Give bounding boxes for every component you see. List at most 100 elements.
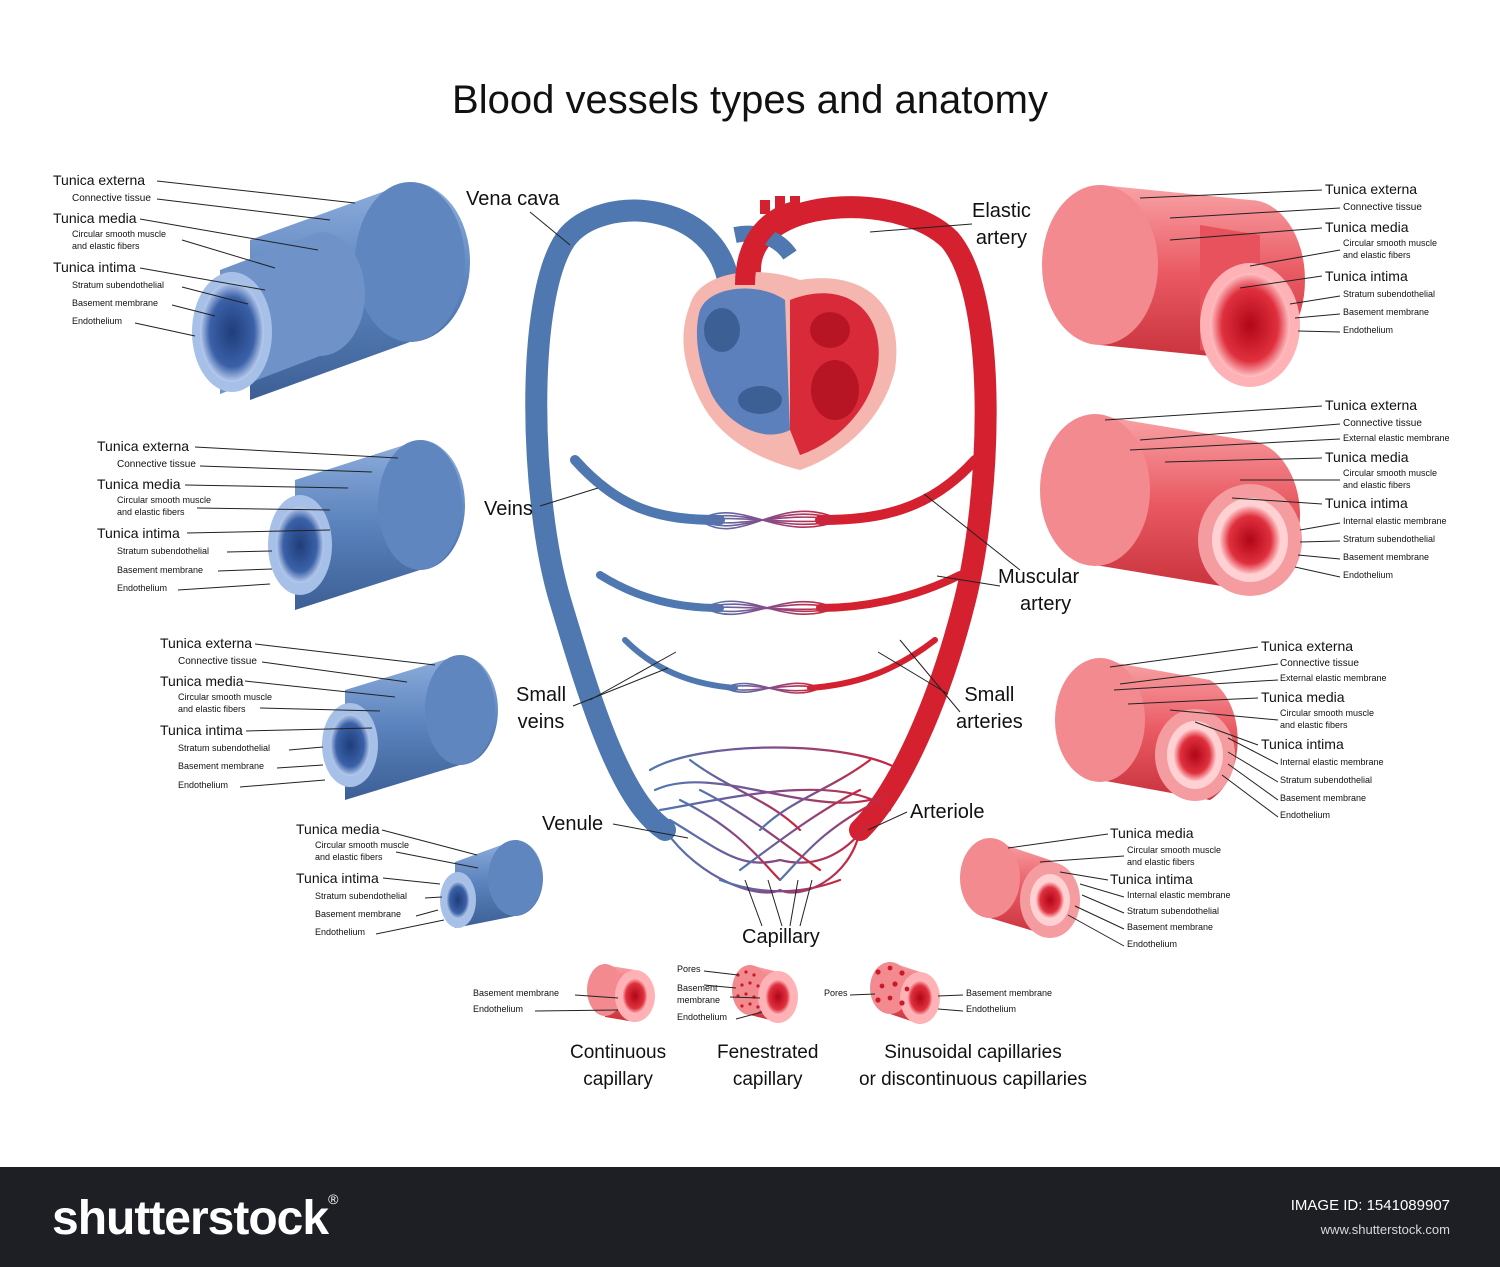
small-artery-label: Tunica media	[1261, 689, 1345, 705]
muscular-artery-label: Internal elastic membrane	[1343, 516, 1447, 526]
sinusoidal-caption-line1: Sinusoidal capillaries	[884, 1042, 1062, 1063]
vein-large-label: and elastic fibers	[72, 241, 140, 251]
website-link[interactable]: www.shutterstock.com	[1320, 1222, 1450, 1237]
fenestrated-caption-line1: Fenestrated	[717, 1042, 819, 1063]
vein-large-crosssection	[192, 182, 470, 400]
vein-large-label: Stratum subendothelial	[72, 280, 165, 290]
small-artery-label: Connective tissue	[1280, 658, 1359, 669]
continuous-caption-line1: Continuous	[570, 1042, 667, 1063]
small-artery-crosssection	[1055, 658, 1238, 801]
venule-label: Endothelium	[315, 927, 366, 937]
label-small-veins-line1: Small	[516, 684, 567, 706]
elastic-artery-label: Tunica media	[1325, 219, 1409, 235]
label-elastic-artery: Elastic artery	[972, 200, 1031, 249]
vein-medium-label: Stratum subendothelial	[117, 546, 210, 556]
vein-large-label: Basement membrane	[72, 298, 159, 308]
small-artery-label: Tunica intima	[1261, 736, 1344, 752]
elastic-artery-label: Connective tissue	[1343, 202, 1422, 213]
muscular-artery-crosssection	[1040, 414, 1302, 596]
sinusoidal-caption-line2: or discontinuous capillaries	[858, 1068, 1088, 1090]
muscular-artery-label: External elastic membrane	[1343, 433, 1450, 443]
label-venule: Venule	[542, 813, 604, 835]
venule-label: Stratum subendothelial	[315, 891, 408, 901]
label-muscular-artery: Muscular artery	[998, 566, 1079, 615]
vena-cava-vessel	[525, 199, 741, 841]
diagram-stage: Blood vessels types and anatomy Vena cav…	[53, 78, 1450, 1091]
vein-large-label: Connective tissue	[72, 193, 151, 204]
sinusoidal-capillary-illustration	[870, 962, 940, 1024]
vein-large-label: Tunica intima	[53, 259, 136, 275]
continuous-capillary-illustration	[587, 964, 655, 1022]
vein-medium-label: and elastic fibers	[117, 507, 185, 517]
vein-small-label: Connective tissue	[178, 656, 257, 667]
small-artery-label: Stratum subendothelial	[1280, 775, 1373, 785]
vein-small-label: Tunica externa	[160, 635, 253, 651]
vein-small-label: Tunica intima	[160, 722, 243, 738]
page-title: Blood vessels types and anatomy	[452, 78, 1048, 122]
brand-text: shutterstock	[52, 1192, 329, 1245]
muscular-artery-label: Endothelium	[1343, 570, 1394, 580]
fenestrated-capillary-label: Basement	[677, 983, 718, 993]
fenestrated-capillary-illustration	[732, 965, 798, 1023]
vein-small-label: Endothelium	[178, 780, 229, 790]
sinusoidal-capillary-label: Basement membrane	[966, 988, 1053, 998]
trademark-icon: ®	[328, 1191, 338, 1207]
sinusoidal-capillary-label: Pores	[824, 988, 848, 998]
arteriole-label: Basement membrane	[1127, 922, 1214, 932]
small-artery-label: Endothelium	[1280, 810, 1331, 820]
vein-large-label: Tunica externa	[53, 172, 146, 188]
footer-bar: shutterstock® IMAGE ID: 1541089907 www.s…	[0, 1167, 1500, 1267]
elastic-artery-label: Basement membrane	[1343, 307, 1430, 317]
elastic-artery-label: Tunica externa	[1325, 181, 1418, 197]
venule-label: Tunica intima	[296, 870, 379, 886]
arteriole-crosssection	[960, 838, 1080, 938]
label-muscular-artery-line2: artery	[1020, 593, 1072, 615]
fenestrated-capillary-caption: Fenestrated capillary	[717, 1042, 819, 1091]
vein-medium-crosssection	[268, 440, 465, 610]
elastic-artery-label: and elastic fibers	[1343, 250, 1411, 260]
label-small-veins: Small veins	[516, 684, 566, 733]
muscular-artery-label: Tunica externa	[1325, 397, 1418, 413]
vein-medium-label: Tunica intima	[97, 525, 180, 541]
vein-medium-label: Tunica externa	[97, 438, 190, 454]
vein-large-label: Endothelium	[72, 316, 123, 326]
small-artery-label: Circular smooth muscle	[1280, 708, 1375, 718]
continuous-capillary-caption: Continuous capillary	[570, 1042, 667, 1091]
vein-small-label: Circular smooth muscle	[178, 692, 273, 702]
label-small-veins-line2: veins	[517, 711, 565, 733]
sinusoidal-capillary-label: Endothelium	[966, 1004, 1017, 1014]
elastic-artery-crosssection	[1042, 185, 1305, 387]
label-capillary: Capillary	[742, 926, 820, 948]
fenestrated-capillary-label: Pores	[677, 964, 701, 974]
arteriole-label: Tunica intima	[1110, 871, 1193, 887]
continuous-capillary-label: Basement membrane	[473, 988, 560, 998]
aorta-vessel	[739, 196, 997, 841]
venule-crosssection	[440, 840, 543, 928]
label-arteriole: Arteriole	[910, 801, 985, 823]
label-elastic-artery-line1: Elastic	[972, 200, 1031, 222]
small-artery-label: Tunica externa	[1261, 638, 1354, 654]
arteriole-label: and elastic fibers	[1127, 857, 1195, 867]
vein-small-label: Basement membrane	[178, 761, 265, 771]
brand-logo[interactable]: shutterstock®	[52, 1191, 338, 1246]
muscular-artery-label: Basement membrane	[1343, 552, 1430, 562]
vein-medium-label: Tunica media	[97, 476, 181, 492]
small-artery-label: and elastic fibers	[1280, 720, 1348, 730]
label-elastic-artery-line2: artery	[975, 227, 1028, 249]
vein-medium-label: Circular smooth muscle	[117, 495, 212, 505]
elastic-artery-label: Endothelium	[1343, 325, 1394, 335]
continuous-caption-line2: capillary	[583, 1068, 653, 1090]
small-artery-label: Basement membrane	[1280, 793, 1367, 803]
vein-small-label: and elastic fibers	[178, 704, 246, 714]
image-id: IMAGE ID: 1541089907	[1290, 1197, 1450, 1214]
vein-large-label: Tunica media	[53, 210, 137, 226]
fenestrated-capillary-label: membrane	[677, 995, 721, 1005]
fenestrated-caption-line2: capillary	[732, 1068, 803, 1090]
label-small-arteries-line2: arteries	[956, 711, 1023, 733]
vein-large-label: Circular smooth muscle	[72, 229, 167, 239]
small-artery-label: External elastic membrane	[1280, 673, 1387, 683]
muscular-artery-label: Circular smooth muscle	[1343, 468, 1438, 478]
arteriole-label: Endothelium	[1127, 939, 1178, 949]
arteriole-label: Tunica media	[1110, 825, 1194, 841]
vein-small-label: Stratum subendothelial	[178, 743, 271, 753]
